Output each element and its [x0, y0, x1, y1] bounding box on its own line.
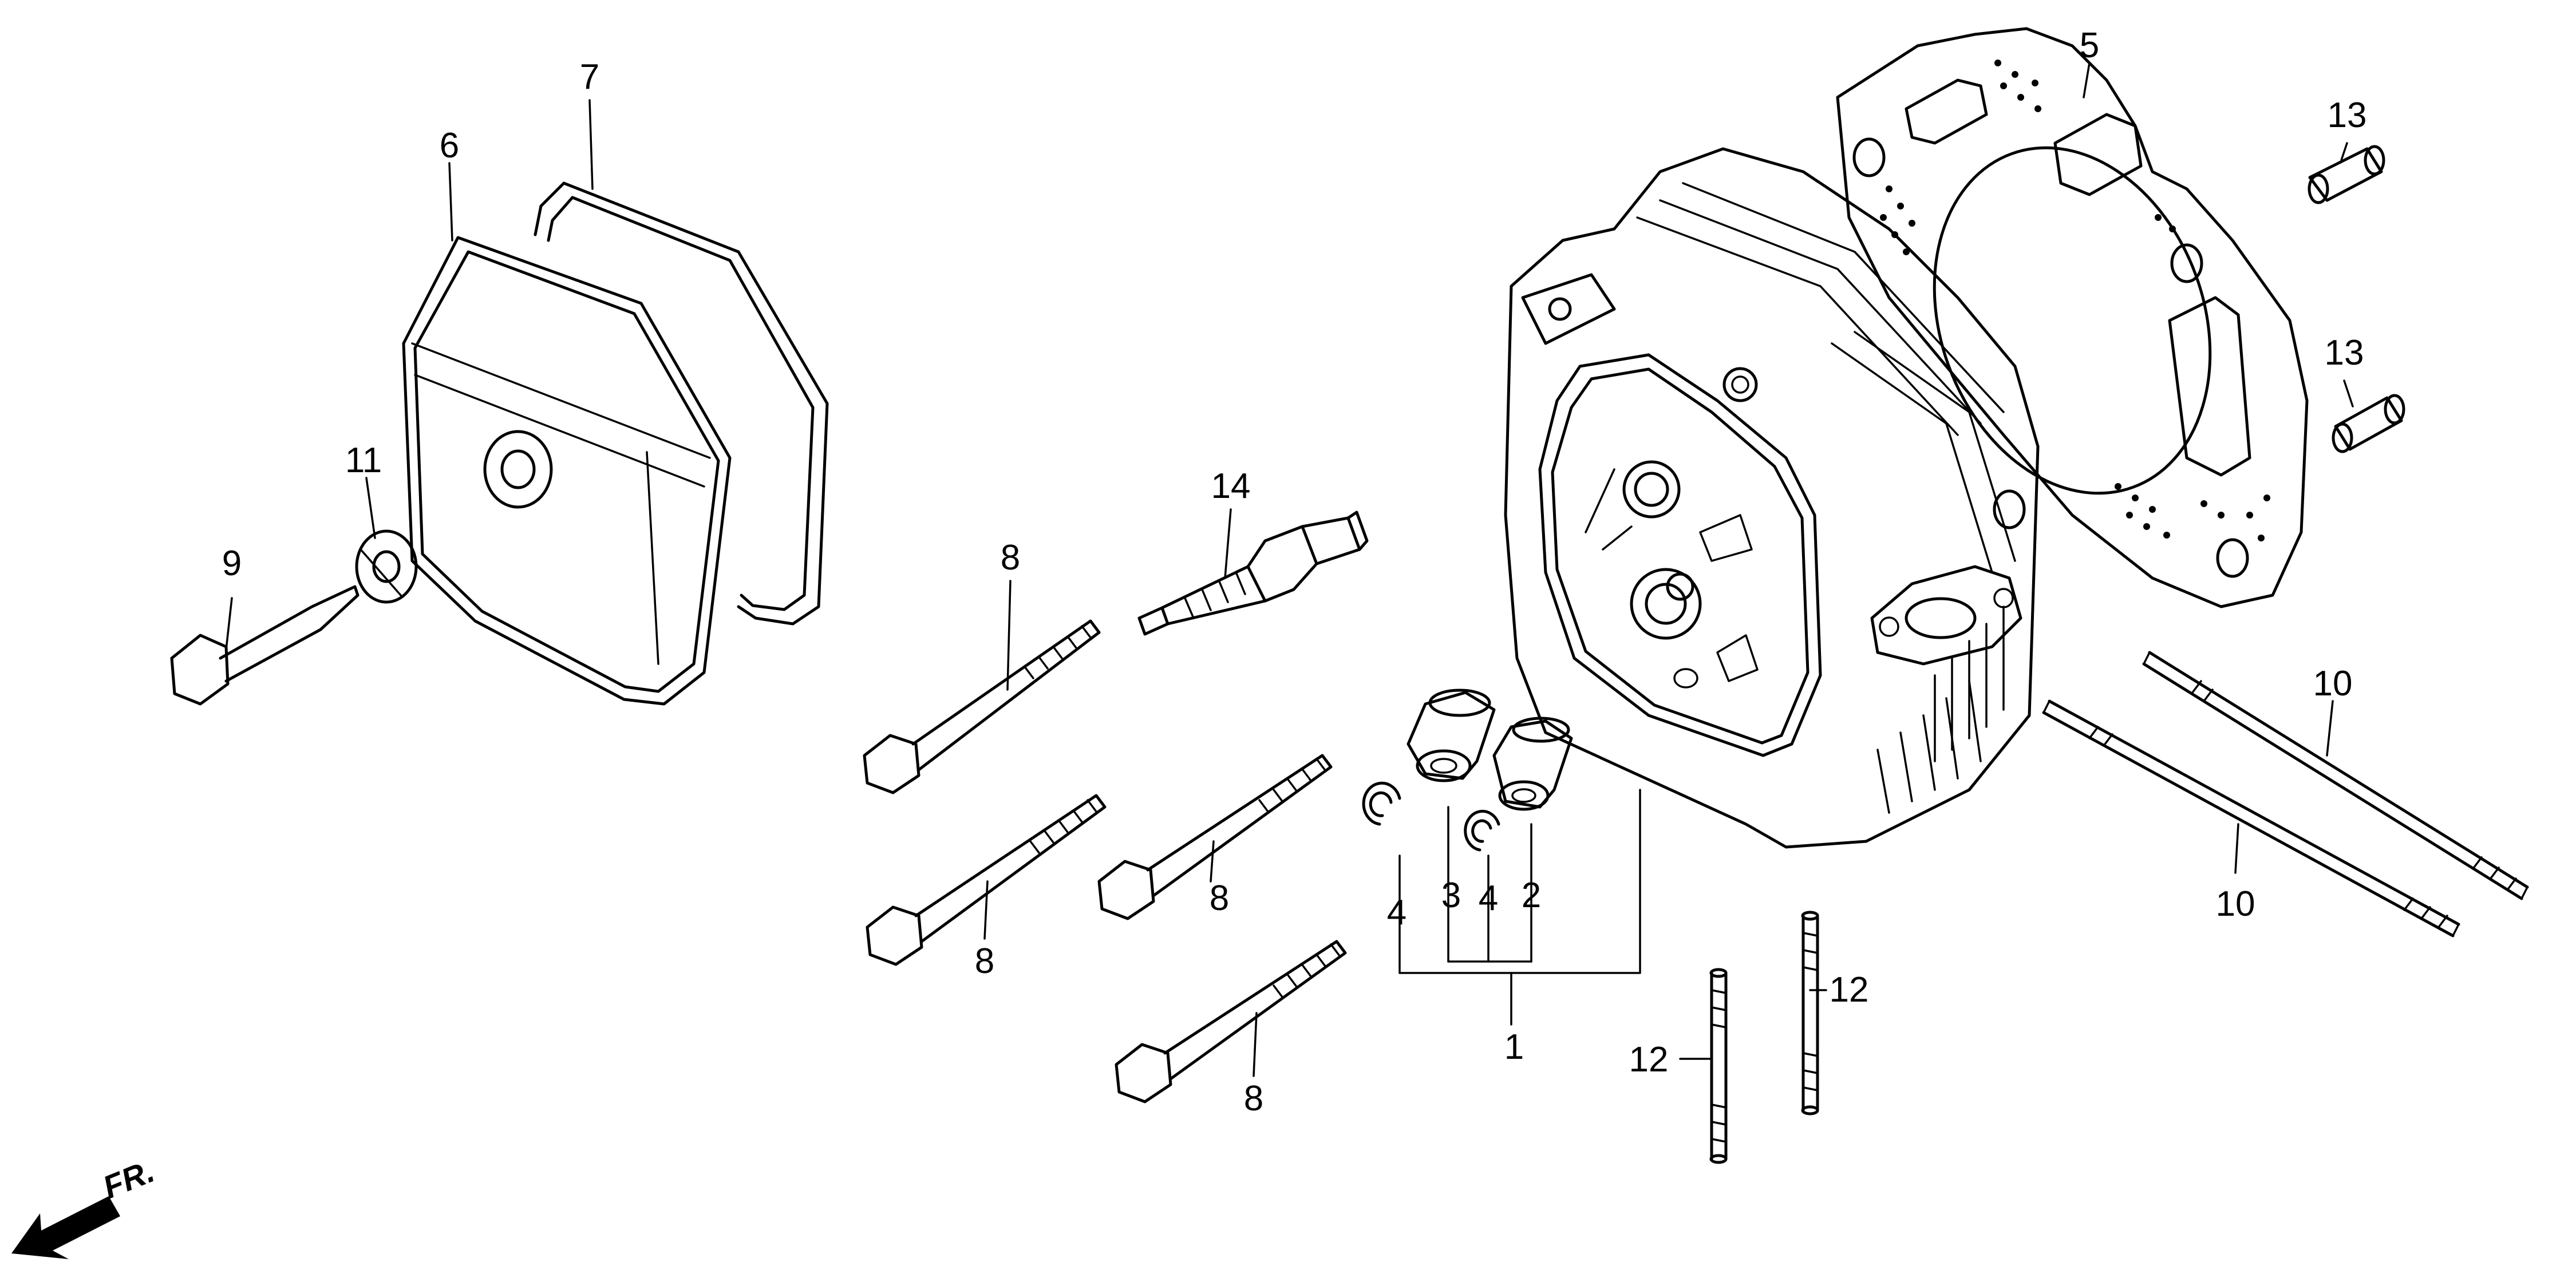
callout-12b: 12: [1629, 1040, 1669, 1079]
head-bolt-4: [1115, 940, 1347, 1103]
callout-7: 7: [580, 57, 599, 97]
callout-9: 9: [222, 544, 242, 583]
callout-4b: 4: [1479, 879, 1498, 918]
callout-1: 1: [1504, 1027, 1524, 1067]
callout-5: 5: [2080, 26, 2099, 65]
long-stud-2: [2042, 699, 2460, 937]
callout-10b: 10: [2216, 884, 2255, 924]
head-cover-gasket: [534, 181, 829, 626]
front-arrow-icon: [11, 1196, 120, 1259]
valve-guide-2: [1492, 717, 1573, 811]
callout-10a: 10: [2313, 664, 2353, 703]
callout-8d: 8: [1244, 1079, 1263, 1118]
head-gasket: [1836, 27, 2309, 608]
short-stud-2: [1801, 911, 1819, 1115]
callout-11: 11: [345, 441, 382, 480]
clip-4b: [1464, 809, 1500, 852]
callout-13a: 13: [2328, 96, 2367, 135]
callout-6: 6: [440, 126, 459, 165]
callout-3: 3: [1441, 876, 1461, 915]
callout-14: 14: [1211, 466, 1251, 506]
callout-8b: 8: [1210, 879, 1229, 918]
grommet: [355, 529, 418, 604]
callout-8c: 8: [975, 941, 994, 981]
head-bolt-3: [1097, 754, 1333, 920]
short-stud-1: [1709, 968, 1728, 1164]
callout-4a: 4: [1387, 893, 1406, 932]
callout-8a: 8: [1001, 538, 1020, 577]
clip-4a: [1362, 781, 1401, 826]
long-stud-1: [2142, 651, 2529, 900]
callout-13b: 13: [2325, 333, 2364, 373]
leader-lines: [225, 62, 2354, 1077]
cylinder-head: [1504, 147, 2040, 849]
head-cover: [402, 236, 732, 706]
head-bolt-2: [866, 794, 1107, 966]
callout-labels: 7 6 11 9 14 8 8 8 8 4 3 4 2 1 5 13 13 10…: [222, 26, 2367, 1118]
spark-plug: [1137, 511, 1369, 636]
head-bolt-1: [863, 619, 1101, 794]
callout-2: 2: [1522, 876, 1541, 915]
front-indicator: FR.: [11, 1153, 159, 1259]
dowel-pin-2: [2332, 394, 2405, 453]
cover-bolt: [170, 585, 359, 706]
callout-12a: 12: [1830, 970, 1869, 1010]
valve-guide-3: [1406, 689, 1496, 782]
dowel-pin-1: [2308, 145, 2385, 204]
